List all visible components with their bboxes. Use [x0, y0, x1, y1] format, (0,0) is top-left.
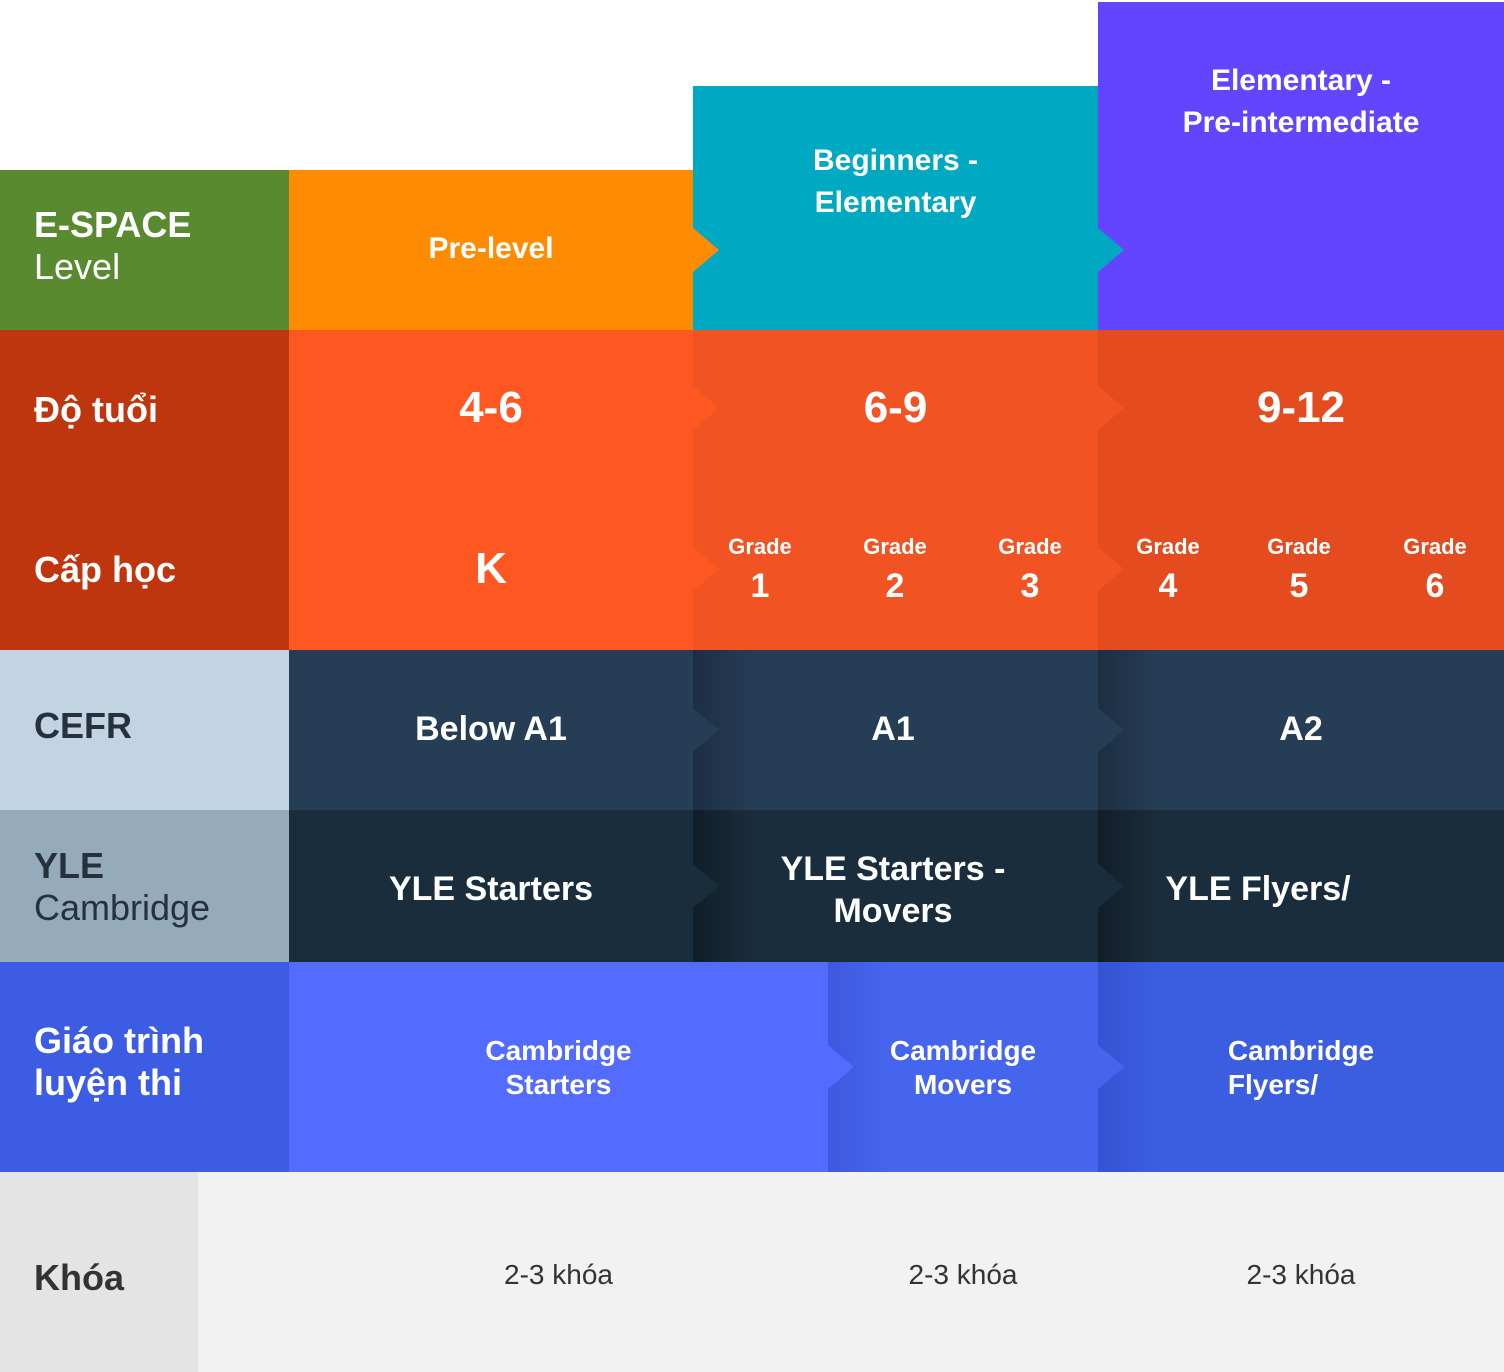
yle-cell-3 — [1098, 810, 1504, 962]
arrow-grade-2-icon — [1098, 547, 1124, 591]
age-value-3: 9-12 — [1256, 383, 1346, 432]
yle-value-3: YLE Flyers/ — [1165, 870, 1351, 908]
level-name-3: Elementary - Pre-intermediate — [1098, 60, 1504, 144]
curriculum-cell-3 — [1098, 962, 1504, 1172]
arrow-yle-2-icon — [1098, 864, 1124, 908]
yle-value-2: YLE Starters - Movers — [693, 848, 1093, 932]
arrow-cefr-2-icon — [1098, 708, 1124, 752]
grade-item-3: Grade 3 — [975, 534, 1085, 606]
grade-item-6-label: Grade — [1403, 534, 1467, 559]
curriculum-value-2-line1: Cambridge — [889, 1035, 1037, 1066]
curriculum-label-cell — [0, 962, 289, 1172]
grade-item-6: Grade 6 — [1380, 534, 1490, 606]
cefr-value-3: A2 — [1279, 710, 1323, 748]
grade-item-1-label: Grade — [728, 534, 792, 559]
age-cell-3 — [1098, 330, 1504, 650]
yle-cell-2 — [693, 810, 1098, 962]
grade-item-1-num: 1 — [750, 567, 770, 605]
curriculum-label: Giáo trình luyện thi — [34, 1020, 204, 1104]
espace-label: E-SPACE Level — [34, 204, 191, 288]
curriculum-value-2-line2: Movers — [913, 1069, 1013, 1100]
espace-label-line1: E-SPACE — [34, 204, 192, 245]
yle-value-2-line1: YLE Starters - — [780, 850, 1006, 888]
age-value-2: 6-9 — [863, 383, 928, 432]
grade-item-5-num: 5 — [1289, 567, 1309, 605]
level-cell-pre-level — [289, 170, 693, 330]
age-label: Độ tuổi — [34, 389, 158, 430]
yle-value-1: YLE Starters — [388, 870, 594, 908]
curriculum-value-2: Cambridge Movers — [828, 1034, 1098, 1102]
curriculum-label-line2: luyện thi — [34, 1062, 183, 1103]
curriculum-value-3-line1: Cambridge — [1227, 1035, 1375, 1066]
curriculum-value-3: Cambridge Flyers/ — [1098, 1034, 1504, 1102]
course-label: Khóa — [34, 1257, 124, 1298]
level-name-2-line1: Beginners - — [812, 144, 979, 177]
yle-cell-1 — [289, 810, 693, 962]
cefr-value-2: A1 — [871, 710, 915, 748]
level-name-1: Pre-level — [428, 232, 554, 265]
grade-item-4-num: 4 — [1158, 567, 1178, 605]
yle-label: YLE Cambridge — [34, 845, 210, 929]
age-value-1: 4-6 — [459, 383, 523, 432]
grade-item-4: Grade 4 — [1113, 534, 1223, 606]
grade-item-1: Grade 1 — [705, 534, 815, 606]
course-value-3: 2-3 khóa — [1246, 1259, 1356, 1290]
espace-label-cell — [0, 170, 289, 330]
arrow-grade-1-icon — [693, 547, 719, 591]
cefr-value-1: Below A1 — [415, 710, 567, 748]
cefr-label: CEFR — [34, 705, 132, 746]
arrow-yle-1-icon — [693, 864, 719, 908]
arrow-age-2-icon — [1098, 386, 1124, 430]
course-value-2: 2-3 khóa — [908, 1259, 1018, 1290]
grade-item-5-label: Grade — [1267, 534, 1331, 559]
age-cell-2 — [693, 330, 1098, 650]
cefr-cell-3 — [1098, 650, 1504, 810]
age-grade-label-cell — [0, 330, 289, 650]
curriculum-value-1: Cambridge Starters — [289, 1034, 828, 1102]
course-value-1: 2-3 khóa — [504, 1259, 613, 1290]
level-name-3-line2: Pre-intermediate — [1182, 106, 1420, 139]
grade-value-k: K — [475, 544, 507, 593]
level-name-3-line1: Elementary - — [1210, 64, 1392, 97]
cefr-label-cell — [0, 650, 289, 810]
course-values-area — [198, 1172, 1504, 1372]
espace-label-line2: Level — [34, 246, 121, 287]
arrow-level-1-icon — [693, 228, 719, 272]
cefr-cell-2 — [693, 650, 1098, 810]
curriculum-cell-1 — [289, 962, 828, 1172]
arrow-cefr-1-icon — [693, 708, 719, 752]
curriculum-value-1-line1: Cambridge — [485, 1035, 632, 1066]
yle-label-cell — [0, 810, 289, 962]
grade-item-3-label: Grade — [998, 534, 1062, 559]
course-label-cell — [0, 1172, 198, 1372]
grade-item-5: Grade 5 — [1244, 534, 1354, 606]
grade-item-2: Grade 2 — [840, 534, 950, 606]
curriculum-cell-2 — [828, 962, 1098, 1172]
cefr-cell-1 — [289, 650, 693, 810]
age-cell-1 — [289, 330, 693, 650]
level-name-2: Beginners - Elementary — [693, 140, 1098, 224]
grade-item-2-label: Grade — [863, 534, 927, 559]
curriculum-value-1-line2: Starters — [505, 1069, 612, 1100]
arrow-age-1-icon — [693, 386, 719, 430]
grade-item-4-label: Grade — [1136, 534, 1200, 559]
yle-label-line2: Cambridge — [34, 887, 211, 928]
level-cell-elementary — [1098, 2, 1504, 330]
curriculum-label-line1: Giáo trình — [34, 1020, 204, 1061]
level-name-2-line2: Elementary — [814, 186, 977, 219]
curriculum-value-3-line2: Flyers/ — [1227, 1069, 1319, 1100]
yle-value-2-line2: Movers — [833, 892, 953, 930]
grade-item-2-num: 2 — [885, 567, 905, 605]
arrow-curriculum-2-icon — [1098, 1045, 1124, 1089]
grade-item-6-num: 6 — [1425, 567, 1445, 605]
level-cell-beginners — [693, 86, 1098, 330]
grade-item-3-num: 3 — [1020, 567, 1040, 605]
arrow-curriculum-1-icon — [828, 1045, 854, 1089]
yle-label-line1: YLE — [34, 845, 105, 886]
arrow-level-2-icon — [1098, 228, 1124, 272]
grade-label: Cấp học — [34, 549, 177, 590]
